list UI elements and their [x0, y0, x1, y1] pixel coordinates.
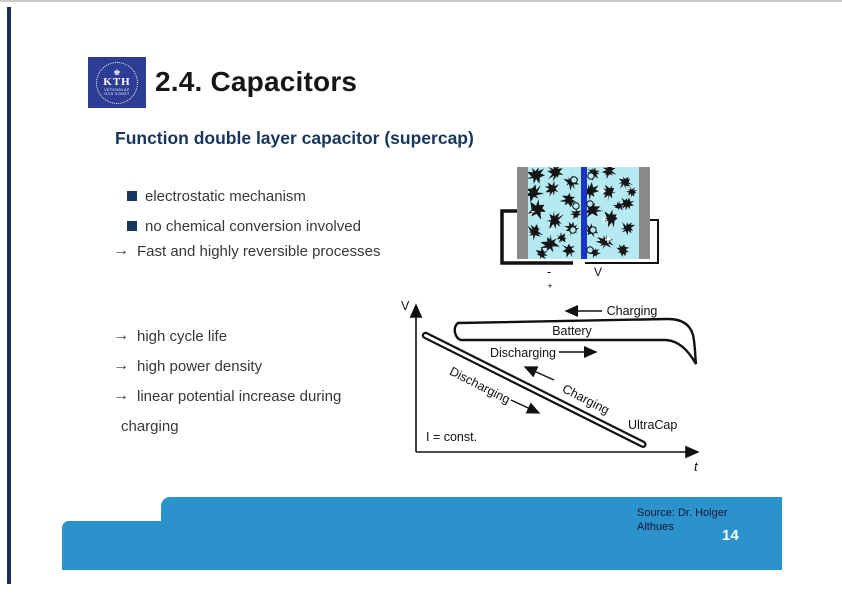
y-axis-label: V	[401, 299, 410, 313]
ultracap-discharging-arrow	[510, 399, 541, 414]
source-credit: Source: Dr. Holger Althues	[637, 506, 757, 534]
carbon-particle	[546, 211, 564, 230]
left-accent-rule	[7, 7, 11, 584]
voltage-time-chart: V t Battery Charging Discharging Dischar…	[401, 299, 700, 474]
carbon-particle	[602, 209, 618, 228]
source-line2: Althues	[637, 521, 674, 533]
carbon-particle	[528, 199, 546, 220]
page-number: 14	[722, 527, 739, 544]
arrow-right-icon: →	[113, 327, 129, 344]
slide-title: 2.4. Capacitors	[155, 66, 358, 97]
carbon-particle	[625, 186, 638, 198]
electrode-right	[639, 167, 650, 259]
kth-logo-text: KTH	[103, 76, 131, 88]
bullet-item: no chemical conversion involved	[127, 211, 361, 241]
bullet-text: electrostatic mechanism	[145, 187, 306, 205]
battery-series-label: Battery	[552, 324, 592, 338]
electrode-left	[517, 167, 528, 259]
carbon-particle	[612, 200, 625, 211]
carbon-particle	[616, 244, 630, 257]
kth-logo: ♚ KTH VETENSKAP OCH KONST	[88, 57, 146, 108]
arrow-item: charging	[113, 411, 341, 441]
carbon-particle	[602, 184, 617, 202]
separator	[581, 167, 587, 259]
square-bullet-icon	[127, 221, 137, 231]
kth-logo-emblem: ♚ KTH VETENSKAP OCH KONST	[96, 61, 138, 104]
carbon-particle	[556, 232, 567, 244]
carbon-particle	[535, 246, 548, 259]
minus-ion-label: -	[549, 222, 553, 236]
carbon-particle	[595, 234, 614, 249]
battery-curve	[453, 317, 698, 365]
bullet-list: electrostatic mechanism no chemical conv…	[127, 181, 361, 241]
arrow-item: → high cycle life	[113, 321, 341, 351]
ultracap-charging-arrow	[523, 366, 555, 381]
carbon-particle	[547, 167, 564, 182]
crown-icon: ♚	[113, 68, 121, 77]
arrow-right-icon: →	[113, 242, 129, 259]
arrow-item: → linear potential increase during	[113, 381, 341, 411]
carbon-particle	[587, 182, 600, 201]
arrow-right-icon: →	[113, 387, 129, 404]
carbon-particle	[528, 224, 544, 241]
circuit-wire-right	[585, 219, 659, 264]
benefit-text: linear potential increase during	[137, 387, 342, 405]
bullet-text: no chemical conversion involved	[145, 217, 361, 235]
ion-circles	[569, 172, 597, 254]
source-line1: Source: Dr. Holger	[637, 507, 728, 519]
carbon-particle	[601, 167, 617, 179]
carbon-particle	[559, 192, 576, 208]
benefits-list: → high cycle life → high power density →…	[113, 321, 341, 441]
kth-motto-line1: VETENSKAP	[104, 88, 130, 92]
carbon-particle	[620, 197, 635, 211]
carbon-particle	[561, 243, 575, 258]
footer-bar	[161, 497, 782, 570]
plus-ion-label: +	[600, 213, 607, 227]
carbon-particle	[570, 208, 581, 219]
carbon-particle	[620, 221, 636, 236]
constant-current-note: I = const.	[426, 430, 477, 444]
plus-ion-label: +	[598, 184, 605, 198]
carbon-particle	[618, 176, 633, 190]
arrow-right-icon: →	[113, 357, 129, 374]
footer-tab-shape	[62, 521, 163, 570]
bullet-item: electrostatic mechanism	[127, 181, 361, 211]
benefit-text: charging	[121, 417, 179, 435]
arrow-item: → Fast and highly reversible processes	[113, 236, 380, 266]
minus-ion-label: -	[531, 204, 535, 218]
voltmeter-label: V	[594, 265, 602, 279]
top-border	[0, 0, 842, 2]
conclusion-text: Fast and highly reversible processes	[137, 242, 381, 260]
benefit-text: high power density	[137, 357, 263, 375]
circuit-wire-left	[500, 209, 573, 265]
kth-motto-line2: OCH KONST	[104, 92, 130, 96]
battery-discharging-label: Discharging	[490, 346, 556, 360]
battery-charging-label: Charging	[607, 304, 658, 318]
terminal-plus-label: +	[547, 281, 552, 291]
carbon-particle	[544, 180, 559, 197]
square-bullet-icon	[127, 191, 137, 201]
slide-subtitle: Function double layer capacitor (superca…	[115, 128, 474, 148]
ultracap-series-label: UltraCap	[628, 418, 677, 432]
carbon-particle	[528, 167, 545, 185]
plus-ion-label: +	[604, 233, 611, 247]
carbon-particle	[528, 184, 545, 203]
ultracap-curve	[421, 331, 647, 448]
terminal-minus-label: -	[547, 264, 551, 279]
benefit-text: high cycle life	[137, 327, 228, 345]
arrow-item: → high power density	[113, 351, 341, 381]
ion-labels: + + + - -	[531, 184, 612, 247]
x-axis-label: t	[694, 459, 699, 474]
carbon-particle	[540, 234, 560, 253]
supercap-cell-diagram: + + + - - - + V	[500, 167, 659, 291]
conclusion-line: → Fast and highly reversible processes	[113, 236, 380, 266]
